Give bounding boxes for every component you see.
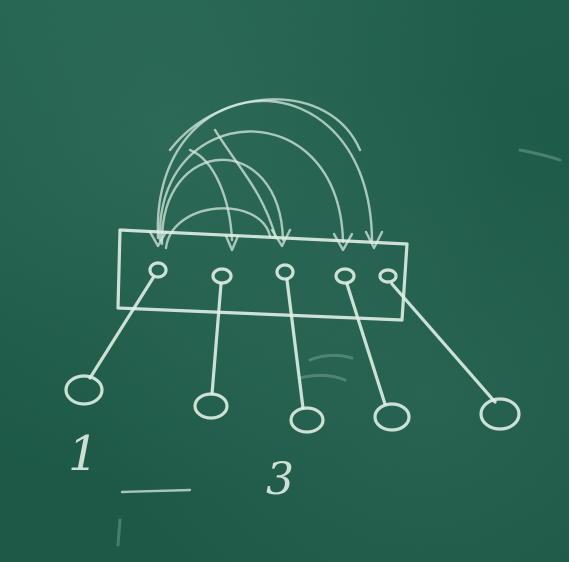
arc-2-3 — [213, 128, 278, 240]
top-node — [334, 267, 356, 285]
bottom-node — [479, 397, 521, 431]
top-node — [148, 261, 168, 279]
edge-line — [285, 278, 305, 410]
edge-line — [88, 276, 155, 380]
edge-line — [345, 282, 387, 406]
arc-1-3 — [160, 158, 285, 246]
bottom-node — [289, 406, 325, 434]
label-three: 3 — [266, 454, 294, 505]
top-node — [275, 263, 295, 281]
underline-stroke — [120, 488, 192, 494]
arc-1-4 — [158, 130, 345, 244]
edge-line — [210, 282, 223, 396]
top-node — [211, 267, 233, 285]
bottom-node — [373, 402, 411, 432]
arrowhead — [364, 230, 384, 250]
container-rectangle — [116, 228, 409, 322]
smudge-mark — [298, 373, 347, 382]
smudge-mark — [116, 518, 122, 547]
edge-line — [390, 282, 497, 404]
arc-inner — [164, 207, 272, 250]
label-one: 1 — [68, 426, 99, 482]
smudge-mark — [518, 148, 562, 162]
arc-2-4 — [188, 148, 234, 242]
arrowhead — [148, 230, 168, 248]
arrowhead — [224, 234, 240, 252]
bottom-node — [193, 392, 229, 420]
smudge-mark — [308, 353, 354, 362]
top-node — [378, 268, 398, 284]
arrowhead — [270, 228, 292, 248]
bottom-node — [64, 374, 104, 406]
arc-outer-top — [168, 98, 362, 152]
